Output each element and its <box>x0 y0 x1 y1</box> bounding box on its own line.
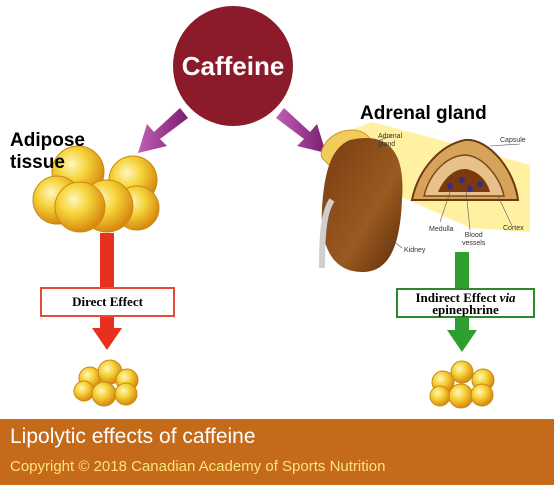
direct-effect-box: Direct Effect <box>40 287 175 317</box>
indirect-effect-box: Indirect Effect via epinephrine <box>396 288 535 318</box>
arrow-caffeine-to-adrenal <box>276 108 326 153</box>
label-cortex: Cortex <box>503 225 524 232</box>
adipose-title-line2: tissue <box>10 152 65 173</box>
footer-title: Lipolytic effects of caffeine <box>10 425 256 448</box>
adipose-tissue-cluster <box>32 145 160 233</box>
label-capsule: Capsule <box>500 137 526 144</box>
label-kidney: Kidney <box>404 247 426 254</box>
indirect-effect-line2: epinephrine <box>432 302 499 317</box>
adrenal-gland-title: Adrenal gland <box>360 103 487 124</box>
footer-bar <box>0 419 554 485</box>
label-blood-vessels-line2: vessels <box>462 240 486 247</box>
label-adrenal-gland: Adrenal gland <box>378 133 402 149</box>
caffeine-label: Caffeine <box>181 51 285 81</box>
caffeine-node <box>173 6 293 126</box>
adipose-small-cluster-left <box>73 359 139 407</box>
indirect-effect-via: via <box>499 290 516 305</box>
indirect-effect-text: Indirect Effect <box>415 290 497 305</box>
adipose-title-line1: Adipose <box>10 130 85 151</box>
footer-copyright: Copyright © 2018 Canadian Academy of Spo… <box>10 458 386 475</box>
arrow-caffeine-to-adipose <box>138 108 188 153</box>
label-adrenal-gland-line2: gland <box>378 141 396 148</box>
label-adrenal-gland-line1: Adrenal <box>378 133 403 140</box>
indirect-effect-line1: Indirect Effect via <box>398 290 533 305</box>
adipose-tissue-title: Adipose tissue <box>10 130 85 174</box>
adipose-small-cluster-right <box>429 360 495 409</box>
label-medulla: Medulla <box>429 226 454 233</box>
label-blood-vessels-line1: Blood <box>464 232 483 239</box>
adrenal-gland-illustration <box>319 122 530 272</box>
label-blood-vessels: Blood vessels <box>462 232 485 248</box>
